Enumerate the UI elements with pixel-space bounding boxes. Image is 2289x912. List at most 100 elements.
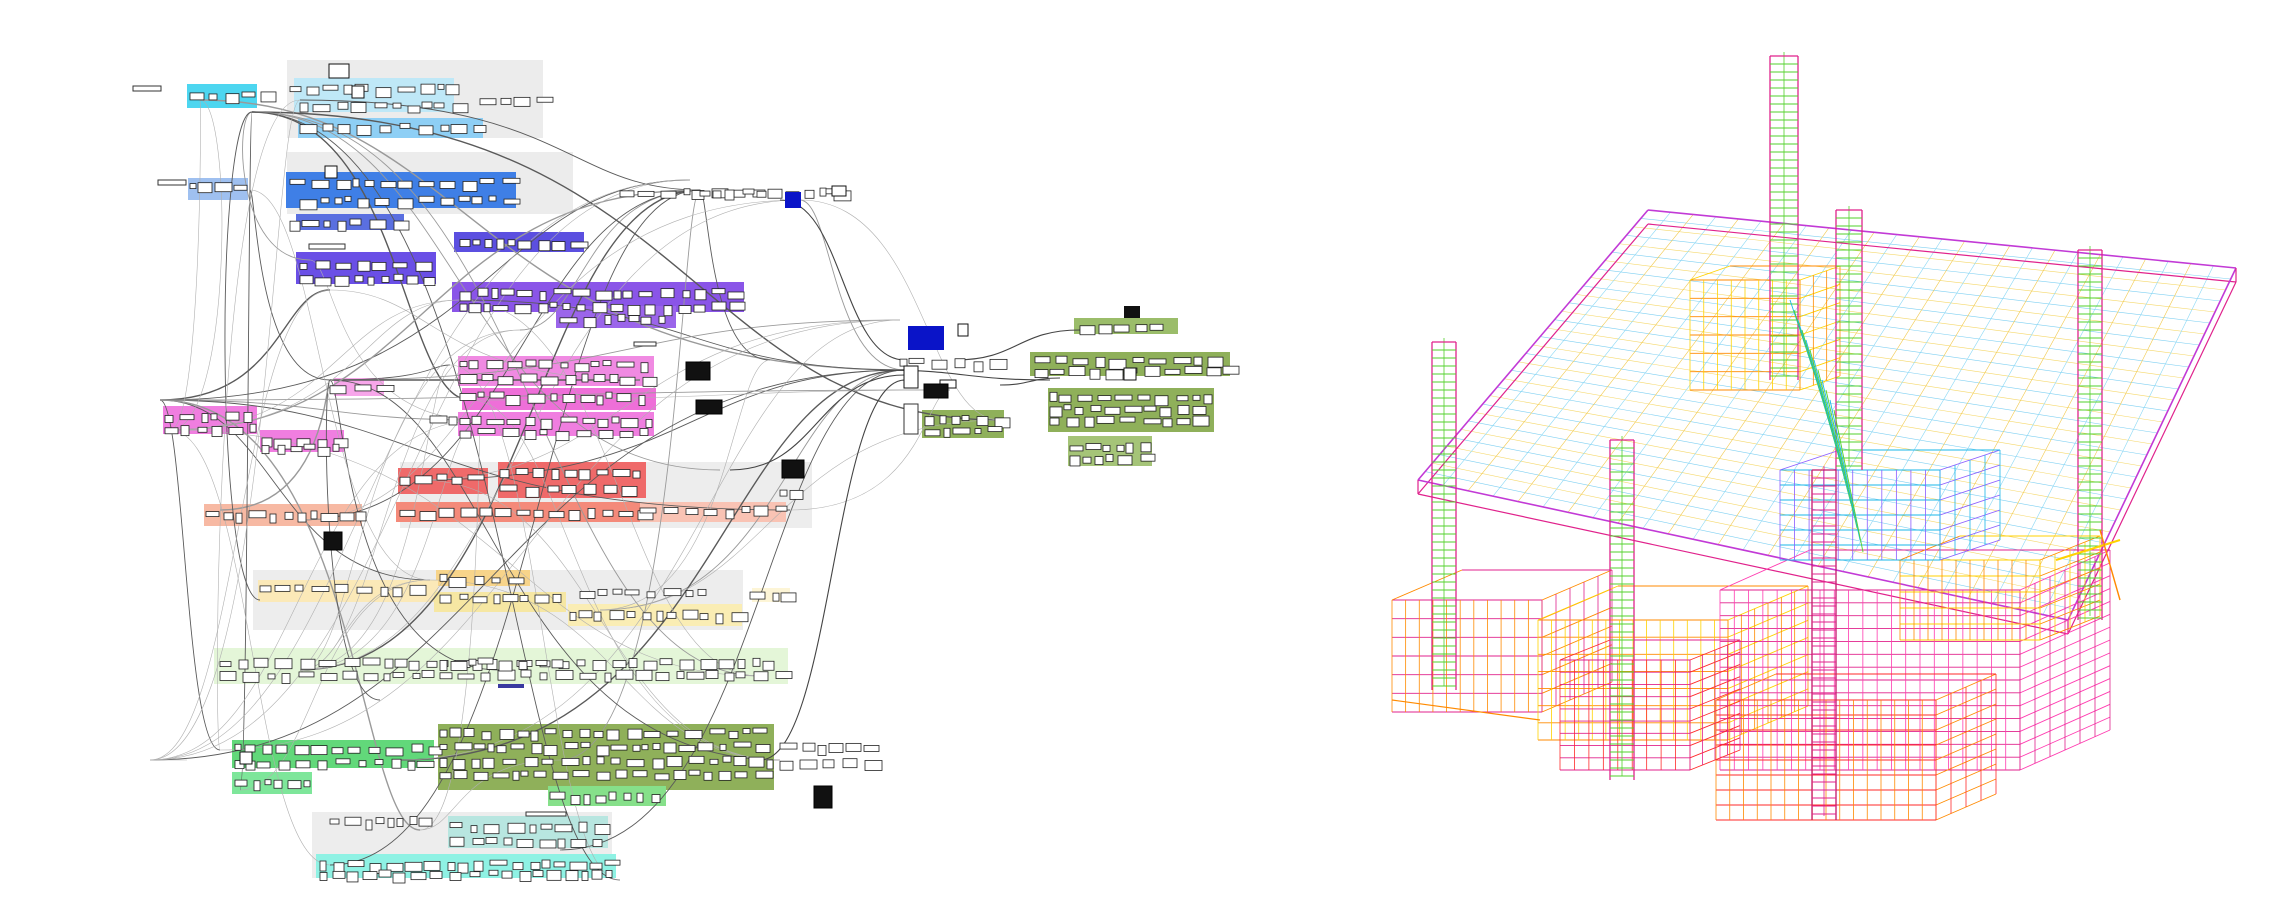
component-node bbox=[496, 238, 505, 250]
component-node bbox=[491, 288, 499, 299]
component-node bbox=[374, 102, 388, 109]
component-node bbox=[779, 742, 798, 750]
component-node bbox=[392, 672, 405, 678]
rebar-line bbox=[1799, 320, 1841, 336]
component-node bbox=[179, 414, 195, 421]
wire bbox=[329, 379, 781, 761]
slider-bar-2[interactable] bbox=[157, 179, 187, 186]
wire bbox=[599, 359, 771, 611]
component-node bbox=[1184, 365, 1203, 374]
color-swatch-blue[interactable] bbox=[785, 192, 801, 208]
component-node bbox=[802, 742, 816, 752]
component-node bbox=[324, 165, 338, 179]
component-node bbox=[458, 195, 471, 202]
color-swatch-blue-large[interactable] bbox=[908, 326, 944, 350]
component-node bbox=[243, 411, 253, 423]
component-node bbox=[1072, 358, 1089, 366]
preview-panel-5[interactable] bbox=[813, 785, 833, 809]
component-node bbox=[683, 188, 691, 196]
param-box-white[interactable] bbox=[903, 403, 919, 435]
component-node bbox=[484, 239, 493, 249]
component-node bbox=[711, 288, 726, 295]
preview-panel-2[interactable] bbox=[695, 399, 723, 415]
component-node bbox=[617, 313, 626, 322]
component-node bbox=[828, 743, 844, 753]
slab-rebar bbox=[1842, 247, 2033, 572]
slab-rebar bbox=[1717, 236, 1920, 545]
wire bbox=[251, 111, 721, 471]
component-node bbox=[540, 418, 553, 430]
component-node bbox=[303, 443, 316, 450]
component-node bbox=[939, 415, 947, 425]
component-node bbox=[1068, 366, 1086, 377]
component-node bbox=[323, 220, 331, 228]
component-node bbox=[460, 507, 478, 518]
component-node bbox=[488, 195, 497, 202]
wire bbox=[169, 299, 461, 431]
slider-bar-3[interactable] bbox=[308, 243, 346, 250]
component-node bbox=[1164, 368, 1181, 375]
component-node bbox=[742, 188, 755, 195]
component-node bbox=[1108, 358, 1127, 370]
component-node bbox=[481, 731, 492, 741]
slider-bar-6[interactable] bbox=[633, 341, 657, 347]
component-node bbox=[539, 839, 557, 849]
component-node bbox=[1105, 369, 1124, 381]
component-node bbox=[439, 744, 448, 750]
component-node bbox=[328, 63, 350, 79]
component-node bbox=[519, 595, 529, 602]
slider-bar-5[interactable] bbox=[525, 811, 567, 817]
preview-panel-3[interactable] bbox=[781, 459, 805, 479]
component-node bbox=[703, 771, 713, 781]
grasshopper-node-graph[interactable] bbox=[0, 0, 1240, 912]
wire bbox=[149, 419, 481, 761]
component-node bbox=[493, 594, 501, 605]
component-node bbox=[711, 301, 727, 311]
slider-bar-4[interactable] bbox=[498, 684, 524, 688]
slab-rebar bbox=[1792, 243, 1988, 561]
component-node bbox=[659, 658, 673, 666]
component-node bbox=[538, 303, 549, 314]
component-node bbox=[300, 658, 316, 670]
component-node bbox=[274, 658, 293, 670]
component-node bbox=[564, 469, 578, 478]
component-node bbox=[570, 839, 587, 848]
component-node bbox=[487, 743, 495, 753]
component-node bbox=[449, 822, 463, 828]
component-node bbox=[699, 190, 711, 197]
component-node bbox=[640, 362, 649, 374]
component-node bbox=[519, 871, 532, 882]
component-node bbox=[334, 583, 349, 593]
component-node bbox=[436, 473, 448, 481]
preview-panel-1[interactable] bbox=[685, 361, 711, 381]
component-node bbox=[349, 218, 362, 226]
component-node bbox=[722, 755, 732, 763]
wire bbox=[459, 299, 761, 677]
component-node bbox=[524, 757, 539, 768]
component-node bbox=[512, 862, 524, 871]
slab-rebar bbox=[1642, 229, 1852, 529]
component-node bbox=[1049, 391, 1058, 402]
slider-bar-1[interactable] bbox=[132, 85, 162, 92]
component-node bbox=[1102, 444, 1111, 452]
component-node bbox=[666, 756, 683, 768]
component-node bbox=[392, 872, 406, 884]
preview-panel-6[interactable] bbox=[923, 383, 949, 399]
preview-panel-4[interactable] bbox=[323, 531, 343, 551]
component-node bbox=[1077, 394, 1093, 402]
component-node bbox=[673, 770, 687, 780]
component-node bbox=[645, 419, 653, 428]
component-node bbox=[505, 395, 521, 406]
component-node bbox=[1114, 394, 1133, 401]
component-node bbox=[598, 430, 614, 439]
component-node bbox=[536, 96, 554, 103]
wire bbox=[219, 319, 901, 751]
component-node bbox=[320, 673, 338, 682]
component-node bbox=[380, 181, 397, 189]
color-swatch-dark[interactable] bbox=[1124, 306, 1140, 318]
component-node bbox=[421, 670, 435, 678]
component-node bbox=[530, 861, 541, 870]
component-node bbox=[555, 431, 570, 442]
